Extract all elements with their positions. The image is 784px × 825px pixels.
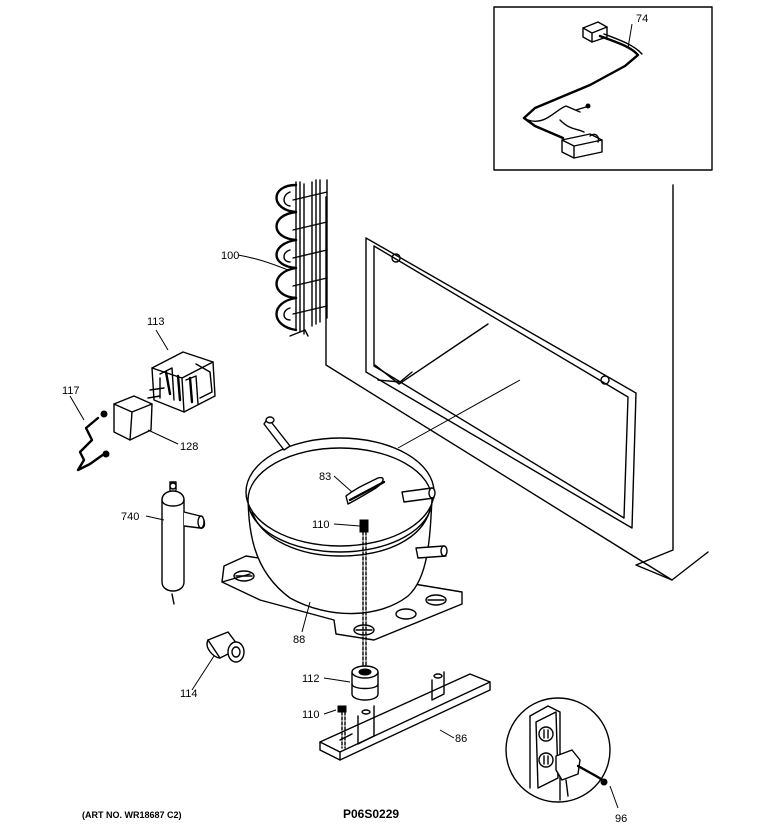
diagram-code: P06S0229 [343, 807, 399, 821]
condenser-coil [237, 179, 328, 337]
grommet-114 [191, 631, 245, 691]
label-83: 83 [319, 471, 331, 483]
label-96: 96 [615, 813, 627, 825]
bracket-86 [319, 671, 491, 761]
outlet-detail-96 [505, 697, 619, 809]
inset-wire-harness [493, 6, 713, 171]
label-86: 86 [455, 733, 467, 745]
label-128: 128 [180, 441, 198, 453]
label-110-upper: 110 [312, 519, 330, 531]
overload-128 [113, 395, 179, 445]
drier-740 [145, 481, 206, 605]
cabinet [325, 184, 709, 581]
label-74: 74 [636, 13, 648, 25]
label-88: 88 [293, 634, 305, 646]
label-110-lower: 110 [302, 709, 320, 721]
art-number: (ART NO. WR18687 C2) [82, 810, 182, 820]
grommet-112 [323, 665, 379, 701]
label-114: 114 [180, 688, 198, 700]
label-117: 117 [62, 385, 80, 397]
compressor-88 [221, 416, 463, 681]
inset-frame [493, 6, 713, 171]
label-740: 740 [121, 511, 139, 523]
clip-117 [69, 395, 110, 472]
label-113: 113 [147, 316, 165, 328]
label-100: 100 [221, 250, 239, 262]
relay-113 [147, 329, 216, 413]
label-112: 112 [302, 673, 320, 685]
